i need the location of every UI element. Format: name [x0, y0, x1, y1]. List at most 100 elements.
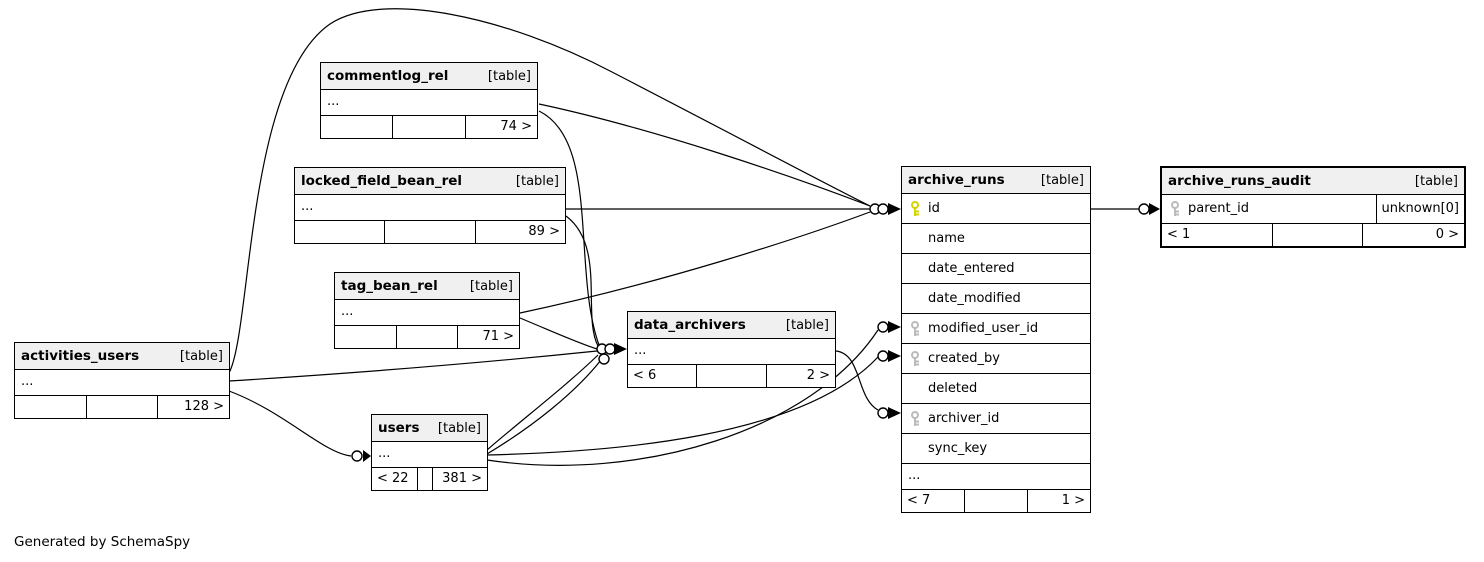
table-type-label: [table]	[785, 318, 829, 333]
edge-locked-field-bean-rel-to-data-archivers	[565, 215, 599, 347]
table-commentlog-rel[interactable]: commentlog_rel [table] ... 74 >	[320, 62, 538, 139]
table-name: archive_runs_audit	[1168, 173, 1311, 189]
foreign-key-icon	[1170, 201, 1182, 222]
edge-activities-users-to-data-archivers	[228, 350, 598, 382]
footer-parents-count: < 22	[377, 471, 409, 486]
hidden-columns-ellipsis: ...	[295, 195, 565, 221]
column-row-created-by: created_by	[902, 344, 1090, 374]
column-name: id	[928, 201, 940, 216]
footer-parents-count: < 1	[1167, 227, 1191, 242]
table-name: data_archivers	[634, 317, 746, 333]
edge-tag-bean-rel-to-data-archivers	[519, 317, 598, 350]
table-type-label: [table]	[1414, 174, 1458, 189]
table-header: tag_bean_rel [table]	[335, 273, 519, 300]
marker-archive-runs-created-by	[877, 350, 901, 362]
column-row-sync-key: sync_key	[902, 434, 1090, 464]
marker-archive-runs-id	[869, 203, 901, 215]
marker-archive-runs-modified-user-id	[877, 321, 901, 333]
hidden-columns-ellipsis: ...	[15, 370, 229, 396]
table-footer: 89 >	[295, 221, 565, 243]
table-type-label: [table]	[515, 174, 559, 189]
footer-children-count: 2 >	[765, 365, 835, 387]
hidden-columns-ellipsis: ...	[902, 464, 1090, 490]
edge-commentlog-rel-to-archive-runs-id	[538, 103, 871, 207]
table-footer: 71 >	[335, 326, 519, 348]
footer-cell	[384, 221, 474, 243]
edge-data-archivers-to-archive-runs-archiver-id	[835, 350, 879, 411]
generated-by-note: Generated by SchemaSpy	[14, 534, 191, 550]
table-type-label: [table]	[437, 421, 481, 436]
footer-cell	[964, 490, 1027, 512]
table-type-label: [table]	[1040, 173, 1084, 188]
edge-tag-bean-rel-to-archive-runs-id	[519, 211, 871, 314]
table-header: users [table]	[372, 415, 487, 442]
table-footer: < 7 1 >	[902, 490, 1090, 512]
table-name: commentlog_rel	[327, 68, 449, 84]
footer-cell	[1272, 224, 1362, 246]
primary-key-icon	[910, 200, 922, 222]
column-name: date_modified	[928, 291, 1021, 306]
table-footer: < 6 2 >	[628, 365, 835, 387]
table-header: commentlog_rel [table]	[321, 63, 537, 90]
footer-cell	[392, 116, 464, 138]
column-row-name: name	[902, 224, 1090, 254]
hidden-columns-ellipsis: ...	[321, 90, 537, 116]
table-users[interactable]: users [table] ... < 22 381 >	[371, 414, 488, 491]
table-footer: < 1 0 >	[1162, 224, 1464, 246]
column-name: date_entered	[928, 261, 1015, 276]
column-name: deleted	[928, 381, 978, 396]
footer-children-count: 71 >	[457, 326, 519, 348]
edge-users-to-archive-runs-modified-user-id	[486, 329, 879, 466]
column-row-parent-id: parent_id unknown[0]	[1162, 195, 1464, 224]
hidden-columns-ellipsis: ...	[335, 300, 519, 326]
hidden-columns-ellipsis: ...	[372, 442, 487, 468]
marker-data-archivers	[596, 343, 627, 365]
edge-activities-users-to-users	[228, 390, 352, 457]
footer-children-count: 1 >	[1027, 490, 1090, 512]
marker-archive-runs-audit	[1138, 203, 1160, 215]
foreign-key-icon	[910, 320, 922, 342]
footer-parents-count: < 7	[907, 493, 931, 508]
footer-cell	[335, 326, 396, 348]
foreign-key-icon	[910, 350, 922, 372]
footer-cell	[295, 221, 384, 243]
table-locked-field-bean-rel[interactable]: locked_field_bean_rel [table] ... 89 >	[294, 167, 566, 244]
table-type-label: [table]	[487, 69, 531, 84]
table-name: archive_runs	[908, 172, 1005, 188]
footer-cell	[85, 396, 158, 418]
table-type-label: [table]	[179, 349, 223, 364]
edge-users-to-data-archivers-1	[486, 354, 599, 451]
hidden-columns-ellipsis: ...	[628, 339, 835, 365]
edge-commentlog-rel-to-data-archivers	[538, 110, 600, 346]
edge-users-to-data-archivers-2	[486, 359, 602, 455]
column-row-id: id	[902, 194, 1090, 224]
table-archive-runs[interactable]: archive_runs [table] id name date_entere…	[901, 166, 1091, 513]
column-type: unknown[0]	[1375, 195, 1465, 223]
marker-users	[351, 450, 371, 462]
footer-children-count: 89 >	[474, 221, 565, 243]
table-header: data_archivers [table]	[628, 312, 835, 339]
edge-users-to-archive-runs-created-by	[486, 356, 879, 456]
table-name: users	[378, 420, 420, 436]
footer-cell	[395, 326, 458, 348]
table-archive-runs-audit[interactable]: archive_runs_audit [table] parent_id unk…	[1160, 166, 1466, 248]
table-footer: < 22 381 >	[372, 468, 487, 490]
table-data-archivers[interactable]: data_archivers [table] ... < 6 2 >	[627, 311, 836, 388]
table-activities-users[interactable]: activities_users [table] ... 128 >	[14, 342, 230, 419]
marker-archive-runs-archiver-id	[877, 407, 901, 419]
column-row-deleted: deleted	[902, 374, 1090, 404]
footer-cell	[417, 468, 432, 490]
column-name: sync_key	[928, 441, 988, 456]
table-type-label: [table]	[469, 279, 513, 294]
table-footer: 128 >	[15, 396, 229, 418]
footer-children-count: 0 >	[1362, 224, 1464, 246]
edge-activities-users-to-archive-runs-id	[228, 8, 871, 374]
column-row-archiver-id: archiver_id	[902, 404, 1090, 434]
table-tag-bean-rel[interactable]: tag_bean_rel [table] ... 71 >	[334, 272, 520, 349]
footer-cell	[696, 365, 765, 387]
table-header: locked_field_bean_rel [table]	[295, 168, 565, 195]
footer-cell	[15, 396, 86, 418]
column-name: archiver_id	[928, 411, 1000, 426]
